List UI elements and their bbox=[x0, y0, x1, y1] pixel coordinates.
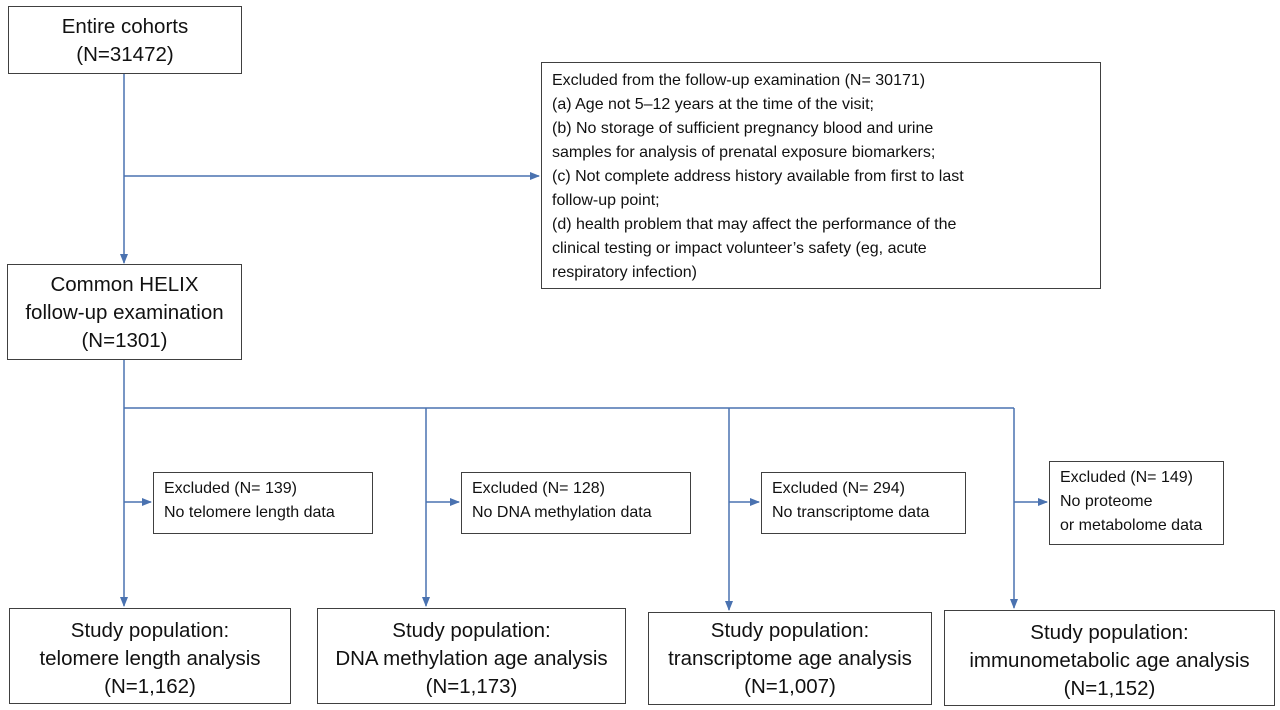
study-telomere-title: Study population: bbox=[70, 619, 230, 642]
excluded-immuno-reason-line2: or metabolome data bbox=[1060, 517, 1203, 534]
exclusion-criterion-d-line1: (d) health problem that may affect the p… bbox=[552, 216, 957, 233]
excluded-dna-count: Excluded (N= 128) bbox=[472, 480, 605, 497]
study-transcriptome-title: Study population: bbox=[710, 619, 870, 642]
excluded-telomere-box: Excluded (N= 139) No telomere length dat… bbox=[153, 472, 373, 534]
exclusion-criterion-c-line2: follow-up point; bbox=[552, 192, 660, 209]
study-telomere-box: Study population: telomere length analys… bbox=[9, 608, 291, 704]
excluded-follow-up-box: Excluded from the follow-up examination … bbox=[541, 62, 1101, 289]
exclusion-criterion-b-line2: samples for analysis of prenatal exposur… bbox=[552, 144, 936, 161]
study-immuno-title: Study population: bbox=[1030, 621, 1189, 644]
exclusion-criterion-c-line1: (c) Not complete address history availab… bbox=[552, 168, 964, 185]
excluded-immuno-count: Excluded (N= 149) bbox=[1060, 469, 1193, 486]
study-transcriptome-subtitle: transcriptome age analysis bbox=[668, 647, 912, 670]
study-dna-subtitle: DNA methylation age analysis bbox=[335, 647, 608, 670]
entire-cohorts-count: (N=31472) bbox=[76, 43, 174, 66]
common-helix-box: Common HELIX follow-up examination (N=13… bbox=[7, 264, 242, 360]
study-immuno-box: Study population: immunometabolic age an… bbox=[944, 610, 1275, 706]
study-dna-title: Study population: bbox=[392, 619, 551, 642]
entire-cohorts-box: Entire cohorts (N=31472) bbox=[8, 6, 242, 74]
study-dna-count: (N=1,173) bbox=[425, 675, 518, 698]
common-helix-subtitle: follow-up examination bbox=[25, 301, 224, 324]
excluded-dna-reason: No DNA methylation data bbox=[472, 504, 652, 521]
study-transcriptome-box: Study population: transcriptome age anal… bbox=[648, 612, 932, 705]
excluded-transcriptome-box: Excluded (N= 294) No transcriptome data bbox=[761, 472, 966, 534]
excluded-telomere-count: Excluded (N= 139) bbox=[164, 480, 297, 497]
common-helix-count: (N=1301) bbox=[81, 329, 168, 352]
study-transcriptome-count: (N=1,007) bbox=[744, 675, 836, 698]
excluded-immuno-reason-line1: No proteome bbox=[1060, 493, 1153, 510]
excluded-transcriptome-count: Excluded (N= 294) bbox=[772, 480, 905, 497]
exclusion-criterion-d-line2: clinical testing or impact volunteer’s s… bbox=[552, 240, 927, 257]
study-immuno-subtitle: immunometabolic age analysis bbox=[969, 649, 1250, 672]
excluded-telomere-reason: No telomere length data bbox=[164, 504, 335, 521]
study-immuno-count: (N=1,152) bbox=[1063, 677, 1156, 700]
study-dna-box: Study population: DNA methylation age an… bbox=[317, 608, 626, 704]
entire-cohorts-title: Entire cohorts bbox=[61, 15, 189, 38]
common-helix-title: Common HELIX bbox=[50, 273, 199, 296]
study-telomere-count: (N=1,162) bbox=[104, 675, 196, 698]
exclusion-criterion-b-line1: (b) No storage of sufficient pregnancy b… bbox=[552, 120, 934, 137]
excluded-transcriptome-reason: No transcriptome data bbox=[772, 504, 930, 521]
exclusion-criterion-a: (a) Age not 5–12 years at the time of th… bbox=[552, 96, 874, 113]
excluded-immuno-box: Excluded (N= 149) No proteome or metabol… bbox=[1049, 461, 1224, 545]
excluded-follow-up-heading: Excluded from the follow-up examination … bbox=[552, 72, 926, 89]
excluded-dna-box: Excluded (N= 128) No DNA methylation dat… bbox=[461, 472, 691, 534]
study-telomere-subtitle: telomere length analysis bbox=[39, 647, 261, 670]
exclusion-criterion-d-line3: respiratory infection) bbox=[552, 264, 697, 281]
